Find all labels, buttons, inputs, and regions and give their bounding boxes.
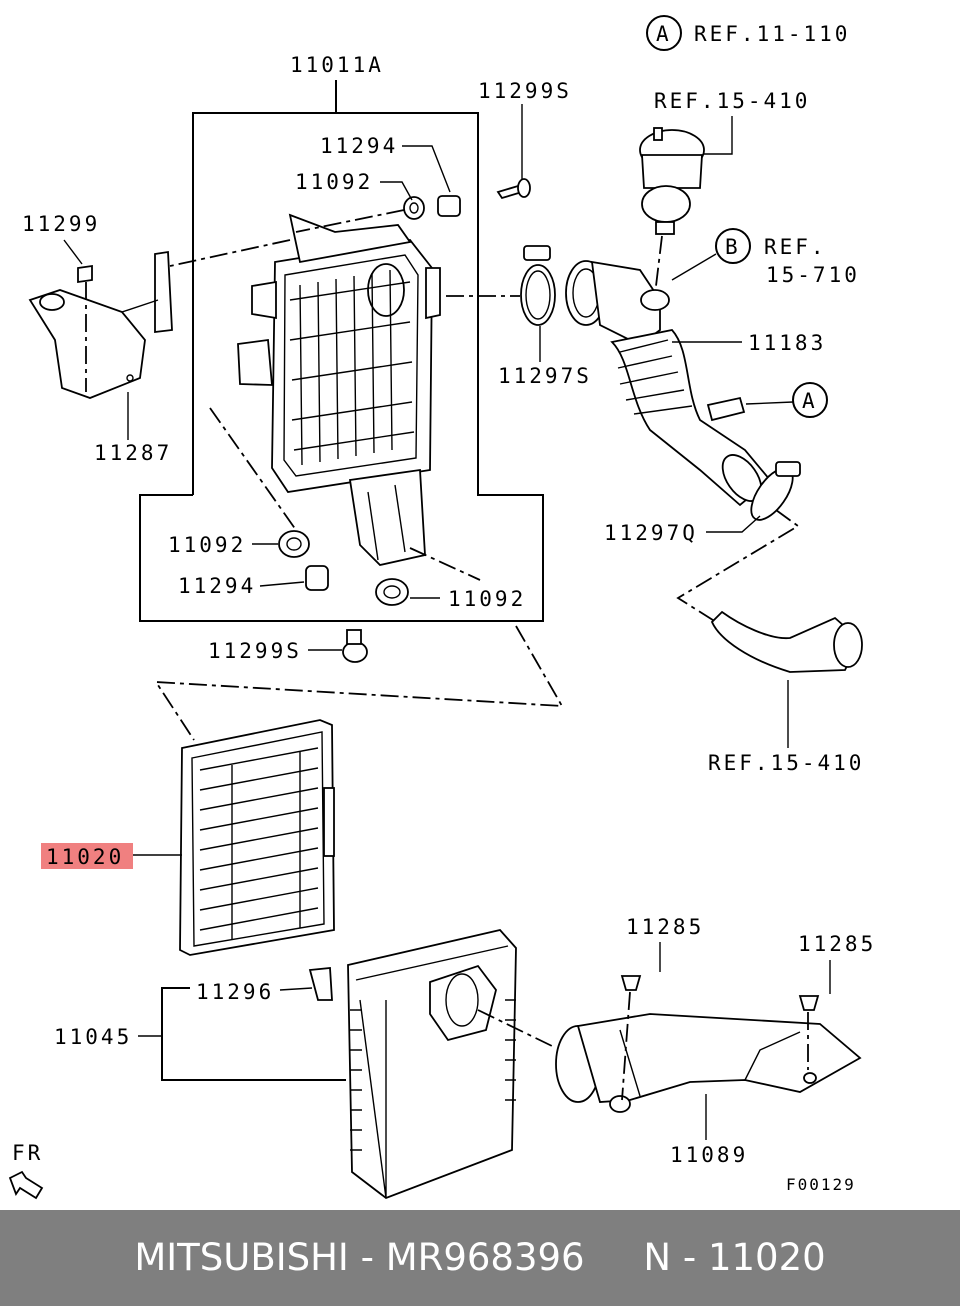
label-11297q: 11297Q: [604, 521, 698, 545]
label-ref-15-410-bottom: REF.15-410: [708, 751, 864, 775]
resonator-ref-15-410-top: [639, 127, 705, 235]
label-11020: 11020: [46, 845, 124, 869]
clamp-11297s: [520, 245, 556, 326]
callout-a-circle-top: [646, 15, 682, 51]
intake-duct-11089: [555, 1013, 862, 1113]
part-11092-bottom: [375, 578, 409, 606]
label-11294-top: 11294: [320, 134, 398, 158]
label-11092-left: 11092: [168, 533, 246, 557]
label-ref-11-110: REF.11-110: [694, 22, 850, 46]
bolt-11299: [77, 264, 93, 284]
label-11299s-bottom: 11299S: [208, 639, 302, 663]
clip-11296: [308, 967, 333, 1001]
bolt-11299s-bottom: [342, 629, 368, 663]
label-11294-bottom: 11294: [178, 574, 256, 598]
label-ref-15-410-top: REF.15-410: [654, 89, 810, 113]
bracket-part-11287: [28, 250, 173, 399]
bracket-11011a: [139, 112, 544, 622]
label-ref-15-710-line2: 15-710: [766, 263, 860, 287]
callout-b-letter: B: [725, 235, 741, 259]
part-11092-left: [278, 530, 310, 558]
front-arrow-icon: [8, 1170, 44, 1200]
callout-a-letter-hose: A: [802, 389, 818, 413]
label-11299: 11299: [22, 212, 100, 236]
label-11299s-top: 11299S: [478, 79, 572, 103]
label-fr: FR: [12, 1141, 43, 1165]
callout-b-circle: [715, 228, 751, 264]
bolt-11299s-top: [496, 178, 531, 200]
parts-diagram: A REF.11-110 11011A 11294 11092 11299S: [8, 15, 876, 1200]
label-11285-right: 11285: [798, 932, 876, 956]
label-11183: 11183: [748, 331, 826, 355]
part-11294-bottom: [305, 565, 329, 591]
filter-element-11020: [179, 719, 335, 956]
label-11296: 11296: [196, 980, 274, 1004]
bracket-11045: [161, 987, 346, 1081]
label-11045: 11045: [54, 1025, 132, 1049]
air-hose-11183: [565, 260, 772, 507]
screw-11285-left: [620, 975, 642, 991]
label-11285-left: 11285: [626, 915, 704, 939]
label-figure-code: F00129: [786, 1175, 856, 1194]
duct-ref-15-410-bottom: [710, 610, 863, 673]
screw-11285-right: [798, 995, 820, 1011]
label-11297s: 11297S: [498, 364, 592, 388]
part-number-banner: MITSUBISHI - MR968396 N - 11020: [0, 1210, 960, 1306]
part-11294-top: [437, 195, 461, 217]
label-ref-15-710-line1: REF.: [764, 235, 827, 259]
upper-case-part: [237, 213, 441, 566]
label-11287: 11287: [94, 441, 172, 465]
lower-case-11045: [347, 929, 517, 1200]
clamp-11297q: [750, 461, 801, 521]
label-11020-highlight: [41, 843, 133, 869]
callout-a-circle-hose: [792, 382, 828, 418]
callout-a-letter-top: A: [656, 22, 672, 46]
label-11092-top: 11092: [295, 170, 373, 194]
label-11011a: 11011A: [290, 53, 384, 77]
label-11089: 11089: [670, 1143, 748, 1167]
part-11092-top: [403, 196, 425, 220]
label-11092-bottom: 11092: [448, 587, 526, 611]
